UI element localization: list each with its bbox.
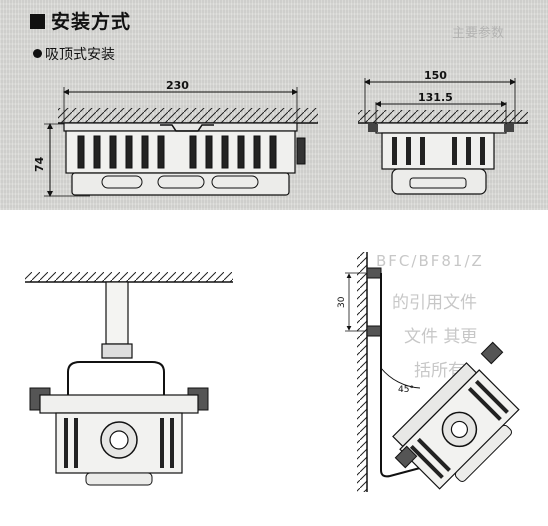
section-heading-text: 安装方式 <box>51 11 132 33</box>
dim-150-label: 150 <box>424 69 447 82</box>
top-left-elevation: 230 74 <box>33 79 318 197</box>
square-bullet-icon <box>30 14 45 29</box>
ghost-text-line2: 的引用文件 <box>392 293 477 313</box>
dim-74-label: 74 <box>33 156 46 172</box>
u-bracket <box>67 361 165 395</box>
ceiling-hatch <box>58 108 318 123</box>
subheading: 吸顶式安装 <box>33 44 115 64</box>
tilt-angle-label: 45° <box>398 385 414 395</box>
section-heading: 安装方式 <box>30 7 131 34</box>
dim-230-label: 230 <box>166 79 189 92</box>
ghost-text-line1: BFC/BF81/Z <box>376 252 484 270</box>
dim-30-label: 30 <box>337 296 347 308</box>
ghost-text-line4: 括所有 <box>414 361 465 381</box>
mount-plate <box>63 122 298 132</box>
ghost-text-top-right: 主要参数 <box>452 26 505 41</box>
dim-131-5-label: 131.5 <box>418 91 453 104</box>
bottom-right-wall-mount: 30 45° <box>337 252 520 492</box>
cable-gland <box>296 137 306 165</box>
lamp-body-lower <box>71 172 290 196</box>
bottom-left-pendant <box>25 272 233 486</box>
top-bracket <box>160 124 214 132</box>
subheading-text: 吸顶式安装 <box>45 47 115 63</box>
pendant-pipe <box>105 281 129 345</box>
ghost-text-line3: 文件 其更 <box>404 327 478 347</box>
dot-bullet-icon <box>33 49 42 58</box>
top-right-elevation: 150 131.5 <box>358 69 528 195</box>
ceiling-hatch-right <box>358 110 528 123</box>
